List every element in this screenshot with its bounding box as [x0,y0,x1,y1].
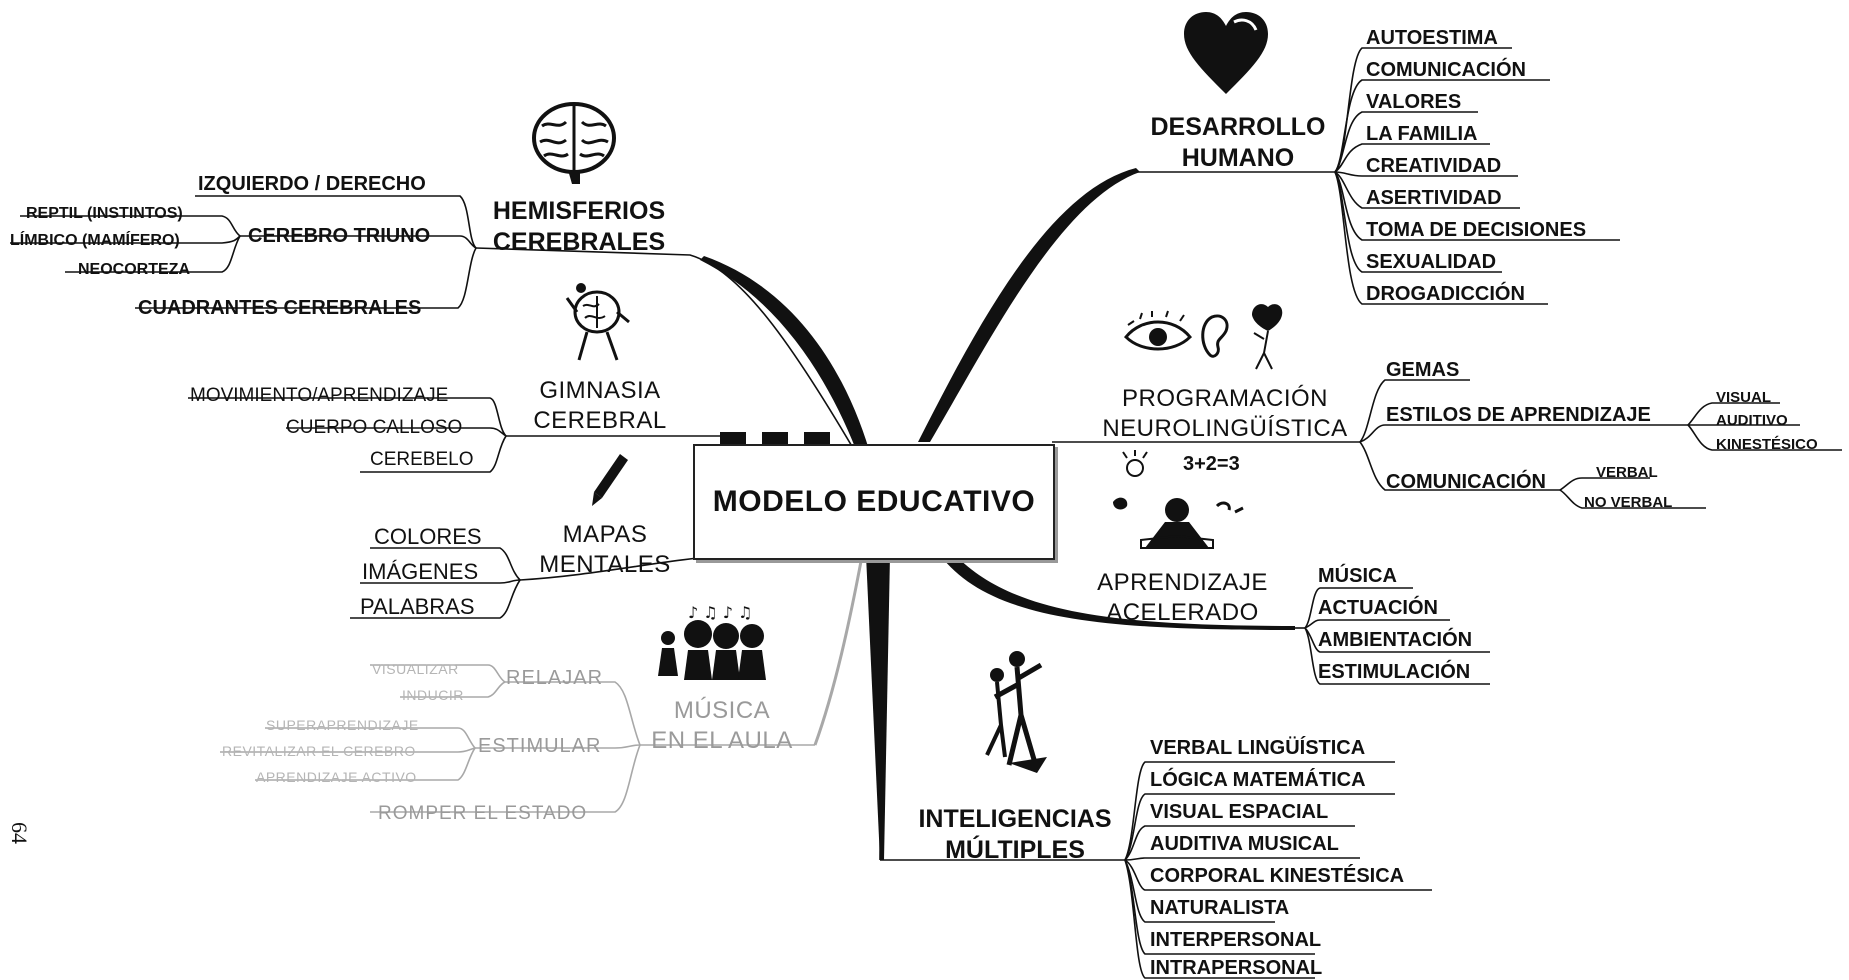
mm-item[interactable]: COLORES [374,524,482,549]
pnl-gemas[interactable]: GEMAS [1386,359,1460,381]
hc-cuadrantes[interactable]: CUADRANTES CEREBRALES [138,297,422,319]
triuno-item[interactable]: NEOCORTEZA [78,261,190,278]
estilos-item[interactable]: AUDITIVO [1716,412,1788,429]
student-reading-icon: 3+2=3 [1113,450,1244,549]
comunicacion-item[interactable]: VERBAL [1596,464,1658,481]
estimular-item[interactable]: REVITALIZAR EL CEREBRO [222,743,416,759]
branch-desarrollo-humano[interactable]: DESARROLLO HUMANO [1138,112,1338,175]
im-item[interactable]: LÓGICA MATEMÁTICA [1150,769,1366,791]
eye-ear-heart-icon [1123,304,1283,370]
ma-romper[interactable]: ROMPER EL ESTADO [378,803,588,824]
pnl-comunicacion[interactable]: COMUNICACIÓN [1386,471,1546,493]
hc-triuno[interactable]: CEREBRO TRIUNO [248,225,431,247]
estimular-item[interactable]: APRENDIZAJE ACTIVO [256,769,417,785]
branch-title-line: MENTALES [539,551,671,578]
branch-title-line: DESARROLLO [1150,113,1326,141]
branch-title-line: NEUROLINGÜÍSTICA [1102,415,1348,442]
exercising-brain-icon [565,283,630,361]
branch-title-line: CEREBRALES [492,228,666,257]
branch-title-line: APRENDIZAJE [1097,569,1268,596]
dh-item[interactable]: AUTOESTIMA [1366,27,1498,49]
im-item[interactable]: VISUAL ESPACIAL [1150,801,1329,823]
branch-title-line: HUMANO [1181,144,1295,173]
hc-izq-der[interactable]: IZQUIERDO / DERECHO [198,173,426,195]
branch-inteligencias[interactable]: INTELIGENCIAS MÚLTIPLES [905,804,1125,867]
heart-icon [1184,12,1268,94]
branch-title-line: HEMISFERIOS [492,197,666,225]
mm-item[interactable]: IMÁGENES [362,559,479,584]
branch-pnl[interactable]: PROGRAMACIÓN NEUROLINGÜÍSTICA [1095,384,1355,444]
gc-item[interactable]: CEREBELO [370,449,474,470]
dh-item[interactable]: TOMA DE DECISIONES [1366,219,1587,241]
branch-mapas[interactable]: MAPAS MENTALES [520,520,690,580]
aa-item[interactable]: ESTIMULACIÓN [1318,661,1471,683]
branch-title-line: MAPAS [562,521,648,548]
estimular-item[interactable]: SUPERAPRENDIZAJE [266,717,419,733]
relajar-item[interactable]: INDUCIR [402,687,464,703]
dh-item[interactable]: COMUNICACIÓN [1366,59,1526,81]
branch-aprendizaje-acelerado[interactable]: APRENDIZAJE ACELERADO [1075,568,1290,628]
branch-title-line: INTELIGENCIAS [918,805,1112,833]
musicians-icon: ♪ ♫ ♪ ♫ [658,604,766,680]
comunicacion-item[interactable]: NO VERBAL [1584,494,1673,511]
mm-item[interactable]: PALABRAS [360,594,475,619]
ma-estimular[interactable]: ESTIMULAR [478,735,602,757]
dh-item[interactable]: ASERTIVIDAD [1366,187,1502,209]
pnl-estilos[interactable]: ESTILOS DE APRENDIZAJE [1386,404,1651,426]
triuno-item[interactable]: LÍMBICO (MAMÍFERO) [10,232,180,249]
dh-item[interactable]: SEXUALIDAD [1366,251,1497,273]
im-item[interactable]: CORPORAL KINESTÉSICA [1150,865,1405,887]
branch-title-line: PROGRAMACIÓN [1121,385,1328,412]
ma-relajar[interactable]: RELAJAR [506,667,604,689]
svg-text:3+2=3: 3+2=3 [1183,453,1240,475]
im-item[interactable]: INTRAPERSONAL [1150,957,1323,979]
estilos-item[interactable]: KINESTÉSICO [1716,436,1818,453]
im-item[interactable]: NATURALISTA [1150,897,1290,919]
triuno-item[interactable]: REPTIL (INSTINTOS) [26,205,183,222]
dancing-figures-icon [985,651,1047,773]
brain-icon [532,102,616,184]
dh-item[interactable]: LA FAMILIA [1366,123,1478,145]
im-item[interactable]: AUDITIVA MUSICAL [1150,833,1339,855]
dh-item[interactable]: VALORES [1366,91,1462,113]
branch-title-line: GIMNASIA [539,377,661,404]
dh-item[interactable]: DROGADICCIÓN [1366,283,1525,305]
aa-item[interactable]: ACTUACIÓN [1318,597,1438,619]
central-topic-label: MODELO EDUCATIVO [712,485,1036,518]
aa-item[interactable]: MÚSICA [1318,565,1397,587]
branch-title-line: MÚLTIPLES [945,836,1085,865]
branch-title-line: ACELERADO [1106,599,1259,626]
aa-item[interactable]: AMBIENTACIÓN [1318,629,1473,651]
estilos-item[interactable]: VISUAL [1716,389,1772,406]
branch-title-line: EN EL AULA [651,727,793,754]
branch-title-line: CEREBRAL [533,407,667,434]
relajar-item[interactable]: VISUALIZAR [372,661,459,677]
svg-text:♪ ♫ ♪ ♫: ♪ ♫ ♪ ♫ [688,604,752,622]
branch-title-line: MÚSICA [673,697,771,724]
pencil-icon [592,454,628,506]
im-item[interactable]: INTERPERSONAL [1150,929,1322,951]
branch-gimnasia[interactable]: GIMNASIA CEREBRAL [505,376,695,436]
gc-item[interactable]: MOVIMIENTO/APRENDIZAJE [190,385,449,406]
branch-musica[interactable]: MÚSICA EN EL AULA [632,696,812,756]
central-topic[interactable]: MODELO EDUCATIVO [693,444,1055,560]
im-item[interactable]: VERBAL LINGÜÍSTICA [1150,737,1366,759]
dh-item[interactable]: CREATIVIDAD [1366,155,1502,177]
page-number: 64 [7,822,32,844]
branch-hemisferios[interactable]: HEMISFERIOS CEREBRALES [474,196,684,259]
gc-item[interactable]: CUERPO CALLOSO [286,417,463,438]
